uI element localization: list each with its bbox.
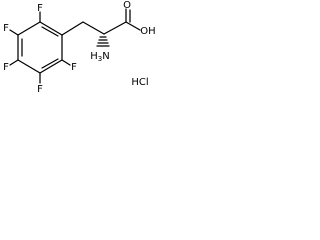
ring-double-bond — [41, 58, 59, 69]
pentafluorophenyl-ring — [17, 21, 63, 74]
ring-bond — [39, 21, 63, 36]
ring-double-bond — [41, 26, 59, 37]
fluorine-bond — [9, 29, 19, 36]
salt-label: HCl — [131, 77, 148, 88]
ring-bond — [17, 21, 41, 36]
fluorine-bonds — [9, 11, 71, 84]
benzylic-bond — [61, 21, 84, 36]
stereo-wedge — [96, 36, 110, 47]
amino-acid-chain — [61, 8, 141, 36]
amino-subscript-label: 3 — [98, 55, 102, 63]
hydroxyl-bond — [125, 21, 141, 31]
amino-n-label: N — [102, 51, 109, 62]
hydroxyl-label: OH — [140, 26, 155, 37]
ring-bond — [17, 59, 41, 74]
alpha-carbon-bond — [82, 21, 105, 35]
fluorine-label: F — [3, 62, 9, 73]
amino-h-label: H — [90, 51, 98, 62]
chemical-structure: F F F F F O OH H 3 N HCl — [0, 0, 160, 100]
fluorine-bond — [9, 59, 19, 66]
fluorine-label: F — [37, 84, 43, 95]
structure-svg: F F F F F O OH H 3 N HCl — [3, 0, 156, 95]
ring-bond — [39, 59, 63, 74]
fluorine-bond — [61, 59, 71, 66]
methylene-bond — [103, 21, 127, 35]
fluorine-label: F — [71, 62, 77, 73]
oxygen-label: O — [123, 0, 131, 11]
fluorine-label: F — [3, 23, 9, 34]
fluorine-label: F — [37, 3, 43, 14]
